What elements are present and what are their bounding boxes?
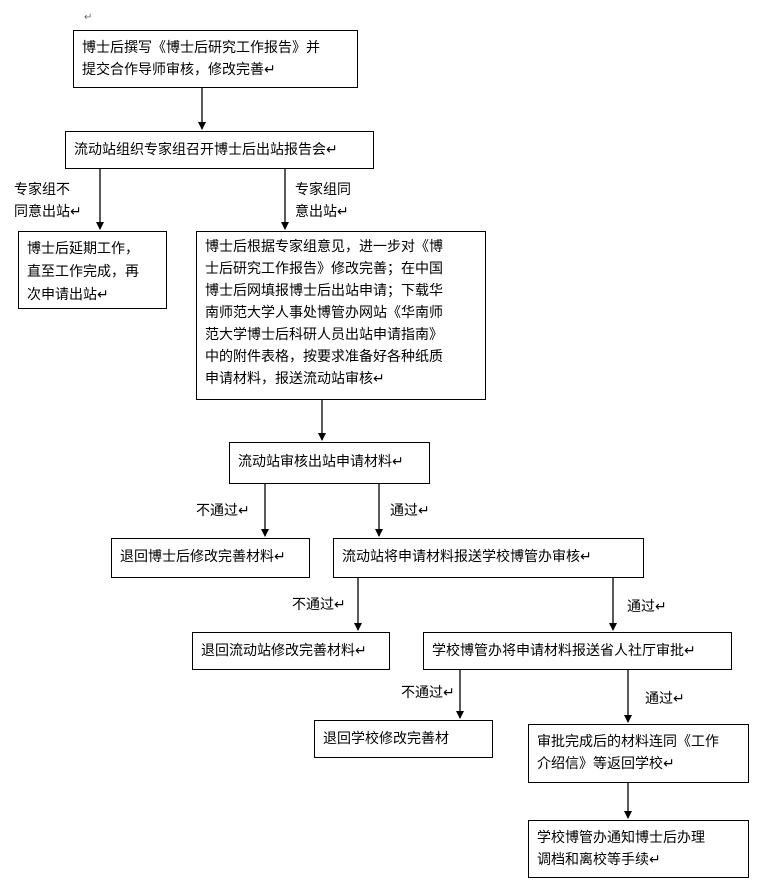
box-return-postdoc: 退回博士后修改完善材料↵ xyxy=(111,538,310,578)
box-notify-procedures: 学校博管办通知博士后办理 调档和离校等手续↵ xyxy=(528,820,749,878)
box-submit-province: 学校博管办将申请材料报送省人社厅审批↵ xyxy=(423,632,732,670)
box-extend-work: 博士后延期工作， 直至工作完成，再 次申请出站↵ xyxy=(18,231,167,309)
box-station-review: 流动站审核出站申请材料↵ xyxy=(229,442,430,484)
label-fail-3: 不通过↵ xyxy=(401,685,455,701)
label-pass-1: 通过↵ xyxy=(390,503,430,519)
box-approval-done: 审批完成后的材料连同《工作 介绍信》等返回学校↵ xyxy=(528,724,749,783)
label-fail-1: 不通过↵ xyxy=(196,503,250,519)
box-return-station: 退回流动站修改完善材料↵ xyxy=(192,632,390,670)
box-revise-apply: 博士后根据专家组意见，进一步对《博 士后研究工作报告》修改完善；在中国 博士后网… xyxy=(196,231,486,400)
paragraph-mark: ↵ xyxy=(84,12,93,23)
box-return-school: 退回学校修改完善材 xyxy=(314,720,493,758)
box-submit-school: 流动站将申请材料报送学校博管办审核↵ xyxy=(333,538,644,578)
box-station-meeting: 流动站组织专家组召开博士后出站报告会↵ xyxy=(65,131,374,169)
label-pass-2: 通过↵ xyxy=(627,599,667,615)
label-experts-agree: 专家组同 意出站↵ xyxy=(295,182,351,220)
label-fail-2: 不通过↵ xyxy=(292,597,346,613)
box-write-report: 博士后撰写《博士后研究工作报告》并 提交合作导师审核，修改完善↵ xyxy=(73,30,358,88)
label-experts-disagree: 专家组不 同意出站↵ xyxy=(14,182,82,220)
label-pass-3: 通过↵ xyxy=(645,691,685,707)
